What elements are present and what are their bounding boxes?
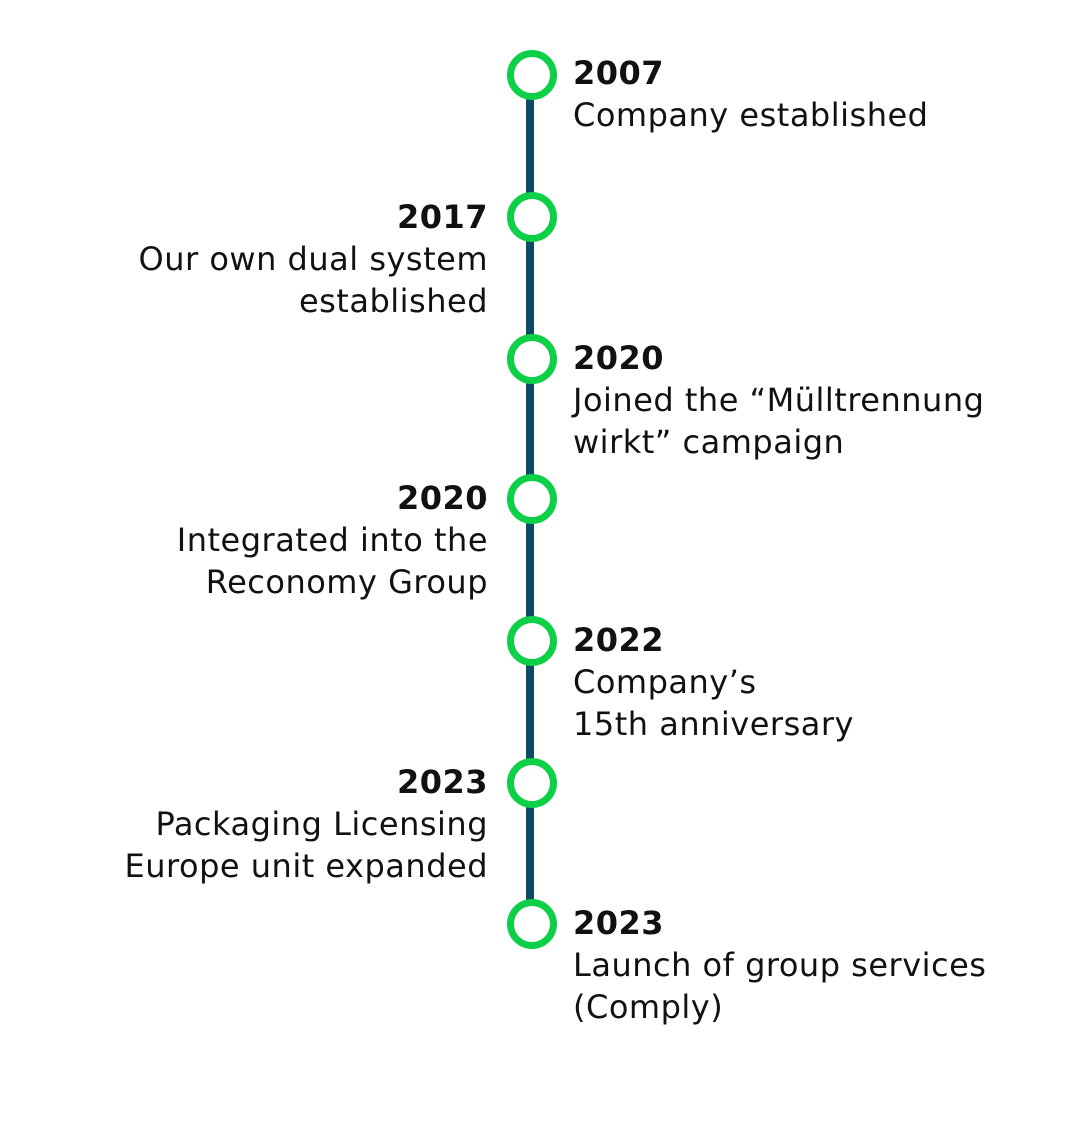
timeline-node-2023a: [507, 758, 557, 808]
timeline-node-2020b: [507, 474, 557, 524]
entry-description: Packaging Licensing Europe unit expanded: [124, 805, 488, 885]
timeline-node-2023b: [507, 899, 557, 949]
entry-year: 2020: [396, 479, 488, 517]
timeline-entry-2023a: 2023 Packaging Licensing Europe unit exp…: [125, 761, 488, 887]
entry-description: Company established: [573, 96, 929, 134]
entry-description: Company’s 15th anniversary: [573, 663, 854, 743]
entry-year: 2017: [396, 198, 488, 236]
timeline-node-2022: [507, 616, 557, 666]
entry-year: 2020: [573, 339, 665, 377]
timeline-node-2020a: [507, 334, 557, 384]
entry-description: Launch of group services (Comply): [573, 946, 987, 1026]
entry-year: 2023: [396, 763, 488, 801]
timeline-entry-2020a: 2020 Joined the “Mülltrennung wirkt” cam…: [573, 337, 984, 463]
timeline-node-2017: [507, 192, 557, 242]
timeline-node-2007: [507, 50, 557, 100]
timeline-entry-2023b: 2023 Launch of group services (Comply): [573, 902, 986, 1028]
entry-year: 2007: [573, 54, 665, 92]
entry-year: 2022: [573, 621, 665, 659]
entry-description: Joined the “Mülltrennung wirkt” campaign: [573, 381, 985, 461]
entry-description: Integrated into the Reconomy Group: [176, 521, 488, 601]
timeline-entry-2017: 2017 Our own dual system established: [139, 196, 488, 322]
timeline-entry-2022: 2022 Company’s 15th anniversary: [573, 619, 854, 745]
timeline-entry-2007: 2007 Company established: [573, 52, 928, 136]
entry-description: Our own dual system established: [138, 240, 488, 320]
timeline-entry-2020b: 2020 Integrated into the Reconomy Group: [177, 477, 488, 603]
entry-year: 2023: [573, 904, 665, 942]
